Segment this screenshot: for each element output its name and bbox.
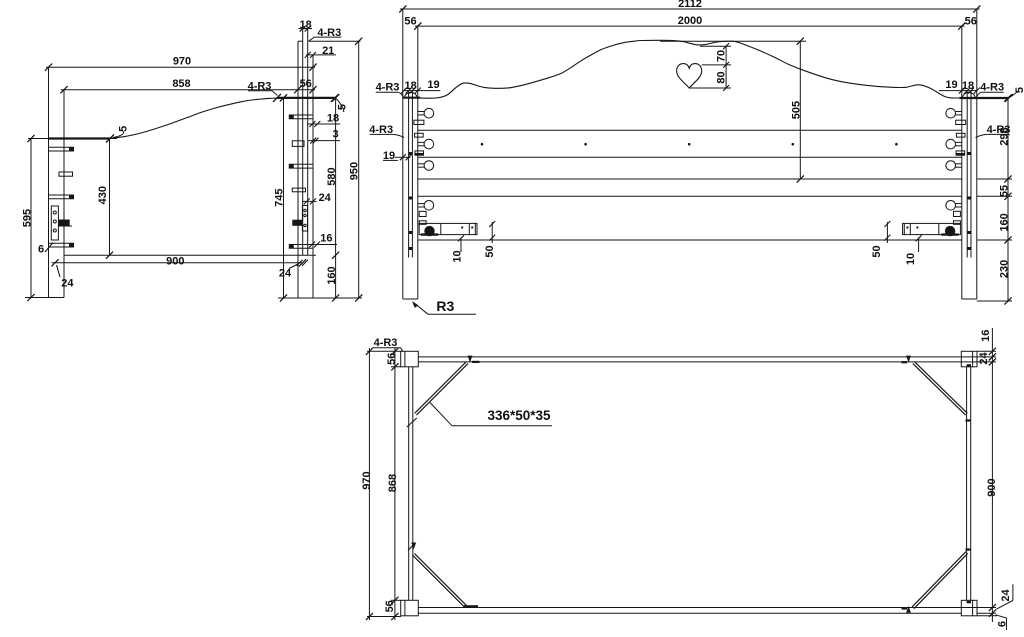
svg-text:50: 50 xyxy=(484,245,496,257)
svg-text:56: 56 xyxy=(300,78,312,90)
svg-text:24: 24 xyxy=(1000,589,1012,602)
svg-text:18: 18 xyxy=(327,113,339,125)
svg-text:4-R3: 4-R3 xyxy=(317,27,341,39)
svg-text:4-R3: 4-R3 xyxy=(374,337,398,349)
svg-text:24: 24 xyxy=(61,277,74,289)
svg-text:50: 50 xyxy=(871,245,883,257)
svg-text:745: 745 xyxy=(274,189,286,207)
svg-text:55: 55 xyxy=(999,185,1011,197)
svg-text:5: 5 xyxy=(118,126,130,132)
svg-text:24: 24 xyxy=(319,192,332,204)
svg-text:595: 595 xyxy=(22,209,34,227)
svg-text:430: 430 xyxy=(97,186,109,204)
svg-text:4-R3: 4-R3 xyxy=(376,82,400,94)
svg-text:970: 970 xyxy=(361,471,373,489)
svg-text:4-R3: 4-R3 xyxy=(987,124,1011,136)
svg-text:230: 230 xyxy=(999,260,1011,278)
svg-text:19: 19 xyxy=(383,150,395,162)
svg-text:19: 19 xyxy=(945,79,957,91)
svg-text:70: 70 xyxy=(716,50,728,62)
svg-text:950: 950 xyxy=(349,162,361,180)
svg-text:24: 24 xyxy=(279,268,292,280)
svg-text:505: 505 xyxy=(791,101,803,119)
svg-text:970: 970 xyxy=(173,55,191,67)
svg-text:4-R3: 4-R3 xyxy=(248,81,272,93)
svg-text:4-R3: 4-R3 xyxy=(980,82,1004,94)
svg-text:6: 6 xyxy=(996,621,1008,627)
svg-text:900: 900 xyxy=(166,255,184,267)
svg-text:336*50*35: 336*50*35 xyxy=(487,408,551,423)
svg-text:18: 18 xyxy=(962,80,974,92)
svg-text:2112: 2112 xyxy=(678,0,702,10)
svg-text:3: 3 xyxy=(332,128,338,140)
svg-text:5: 5 xyxy=(1014,87,1024,93)
svg-text:56: 56 xyxy=(965,16,977,28)
svg-text:900: 900 xyxy=(986,478,998,496)
svg-text:298: 298 xyxy=(999,127,1011,145)
svg-text:80: 80 xyxy=(716,71,728,83)
svg-text:858: 858 xyxy=(172,78,190,90)
svg-text:56: 56 xyxy=(404,16,416,28)
svg-text:6: 6 xyxy=(38,244,44,256)
svg-text:580: 580 xyxy=(326,167,338,185)
svg-text:16: 16 xyxy=(980,330,992,342)
svg-text:19: 19 xyxy=(427,79,439,91)
svg-text:10: 10 xyxy=(452,250,464,262)
svg-text:R3: R3 xyxy=(436,298,454,314)
svg-text:24: 24 xyxy=(978,352,990,365)
svg-text:160: 160 xyxy=(999,213,1011,231)
svg-text:10: 10 xyxy=(905,253,917,265)
svg-text:4-R3: 4-R3 xyxy=(369,124,393,136)
svg-text:868: 868 xyxy=(387,474,399,492)
svg-text:16: 16 xyxy=(320,233,332,245)
svg-text:56: 56 xyxy=(384,600,396,612)
svg-text:2000: 2000 xyxy=(678,15,702,27)
svg-text:21: 21 xyxy=(322,45,334,57)
svg-text:160: 160 xyxy=(326,266,338,284)
